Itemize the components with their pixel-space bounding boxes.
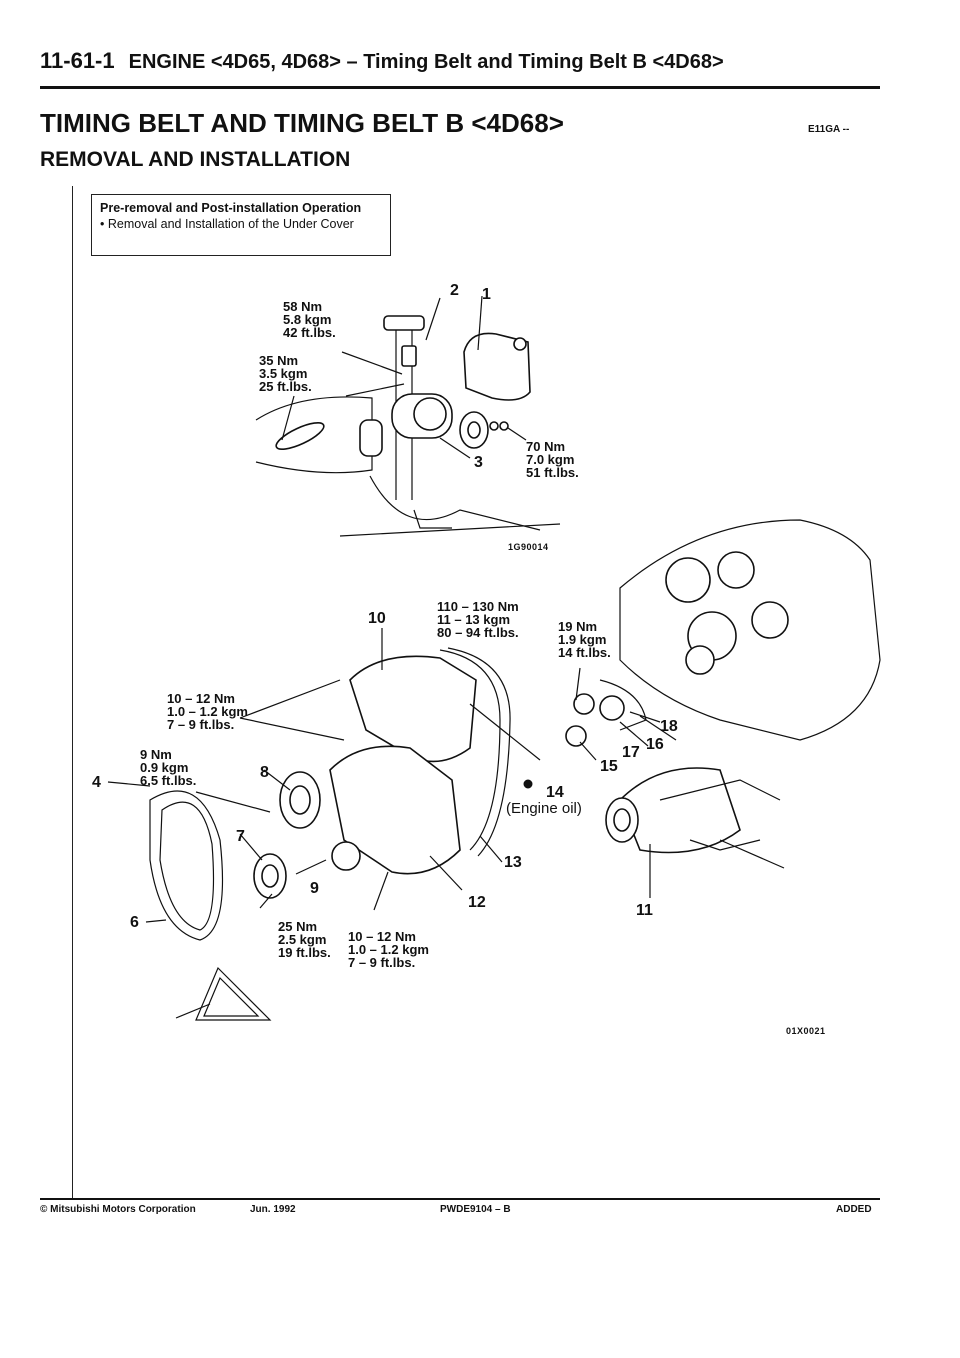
torque-10-12nm-left: 10 – 12 Nm 1.0 – 1.2 kgm 7 – 9 ft.lbs. [167,691,248,732]
pre-removal-title: Pre-removal and Post-installation Operat… [100,201,362,215]
part-number-9: 9 [310,880,319,897]
part-number-14: 14 [546,784,564,801]
compressor-drawing [605,767,785,869]
figure1-code: 1G90014 [508,542,549,552]
section-subtitle: REMOVAL AND INSTALLATION [40,148,351,171]
footer-copyright: © Mitsubishi Motors Corporation [40,1204,196,1215]
part-number-16: 16 [646,736,664,753]
torque-110nm: 110 – 130 Nm 11 – 13 kgm 80 – 94 ft.lbs. [437,599,519,640]
part-number-11: 11 [636,902,653,919]
torque-19nm: 19 Nm 1.9 kgm 14 ft.lbs. [558,619,611,660]
part-number-1: 1 [482,286,491,303]
part-number-8: 8 [260,764,269,781]
part-number-3: 3 [474,454,483,471]
part-number-6: 6 [130,914,139,931]
page-number: 11-61-1 [40,48,115,73]
section-title: ENGINE <4D65, 4D68> – Timing Belt and Ti… [128,51,724,73]
torque-10-12nm-bottom: 10 – 12 Nm 1.0 – 1.2 kgm 7 – 9 ft.lbs. [348,929,429,970]
part-number-18: 18 [660,718,678,735]
part-number-7: 7 [236,828,245,845]
part-number-15: 15 [600,758,618,775]
page-title: TIMING BELT AND TIMING BELT B <4D68> [40,108,564,138]
footer-doc-id: PWDE9104 – B [440,1204,511,1215]
page-header: 11-61-1 ENGINE <4D65, 4D68> – Timing Belt… [40,48,724,74]
part-number-10: 10 [368,610,386,627]
footer-status: ADDED [836,1204,872,1215]
pre-removal-item: • Removal and Installation of the Under … [100,217,354,231]
part-number-12: 12 [468,894,486,911]
part-number-2: 2 [450,282,459,299]
timing-cover-drawing [149,647,647,1021]
part-number-4: 4 [92,774,101,791]
torque-9nm: 9 Nm 0.9 kgm 6.5 ft.lbs. [140,747,197,788]
part-number-17: 17 [622,744,640,761]
pre-removal-box: Pre-removal and Post-installation Operat… [91,194,391,256]
footer-rule [40,1198,880,1200]
footer-date: Jun. 1992 [250,1204,296,1215]
figure1-drawing [255,315,561,537]
torque-25nm: 25 Nm 2.5 kgm 19 ft.lbs. [278,919,331,960]
torque-70nm: 70 Nm 7.0 kgm 51 ft.lbs. [526,439,579,480]
torque-58nm: 58 Nm 5.8 kgm 42 ft.lbs. [283,299,336,340]
header-rule [40,86,880,89]
page-code: E11GA -- [808,124,850,135]
part-number-13: 13 [504,854,522,871]
engine-block-drawing [619,519,881,741]
left-margin-rule [72,186,73,1198]
engine-oil-note: (Engine oil) [506,800,582,817]
figure2-code: 01X0021 [786,1026,826,1036]
torque-35nm: 35 Nm 3.5 kgm 25 ft.lbs. [259,353,312,394]
